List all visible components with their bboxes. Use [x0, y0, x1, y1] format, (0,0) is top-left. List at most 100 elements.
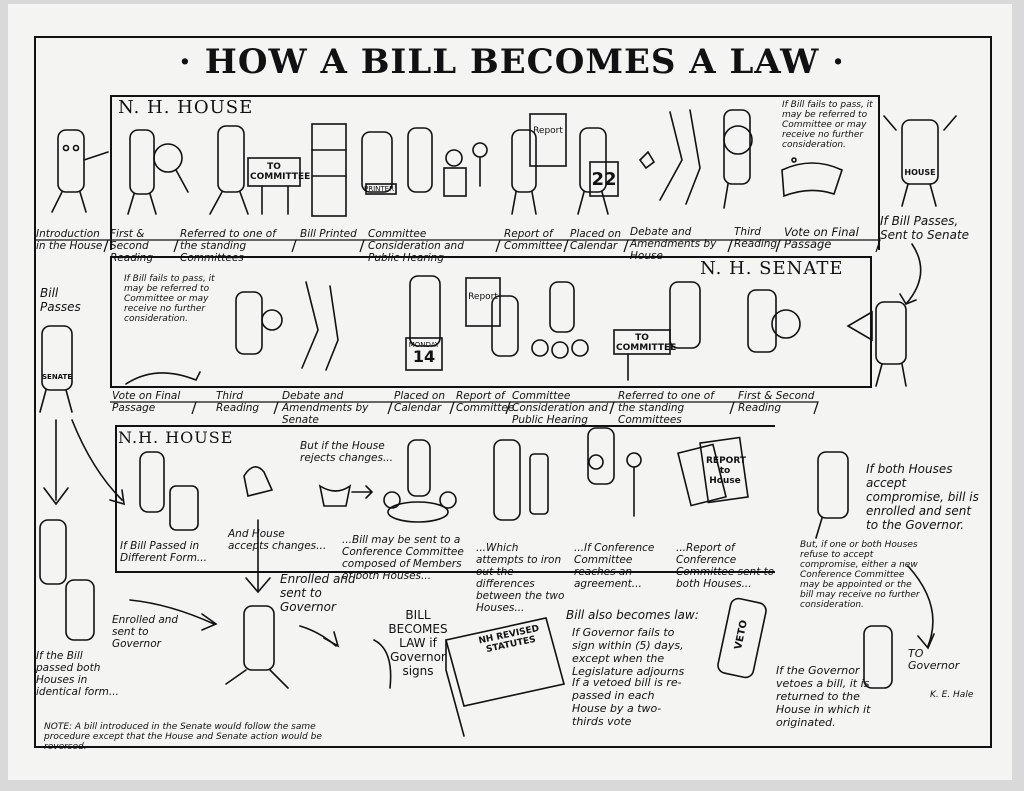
house2-section-label: N.H. HOUSE [118, 428, 234, 447]
different-form-note: If Bill Passed in Different Form... [120, 540, 207, 564]
house-stamp-figure [883, 115, 957, 207]
house-accepts-note: And House accepts changes... [228, 528, 327, 552]
quill-icon [373, 639, 392, 689]
identical-bill-a [39, 519, 67, 585]
step-introduction: Introduction in the House [36, 228, 103, 252]
enrolled-note-2: Enrolled and sent to Governor [280, 572, 356, 614]
senate-section-box [110, 256, 872, 388]
both-accept-note: If both Houses accept compromise, bill i… [866, 462, 979, 532]
to-governor-note: TO Governor [908, 647, 960, 672]
poster-frame [34, 36, 992, 748]
step-placed-calendar: Placed on Calendar [570, 228, 621, 252]
senate-debate-label: Debate and Amendments by Senate [282, 390, 369, 426]
running-bill [243, 605, 275, 671]
identical-bill-b [65, 579, 95, 641]
bill-figure-committee [209, 125, 301, 215]
report-to-house: REPORT to House [706, 456, 746, 486]
step-third-reading: Third Reading [734, 226, 778, 250]
step-referred-committee: Referred to one of the standing Committe… [180, 228, 276, 264]
governor-bill [863, 625, 893, 689]
iron-out-figure [493, 439, 521, 521]
step-first-second-reading: First & Second Reading [110, 228, 154, 264]
calendar-14: 14 [412, 347, 436, 366]
artist-credit: K. E. Hale [930, 690, 974, 700]
bill-figure-intro [51, 129, 109, 213]
thumbs-down-icon [318, 484, 352, 507]
house2-bill-a [139, 451, 165, 513]
monday-tag: MONDAY [408, 341, 440, 349]
senate-reading-figure [875, 301, 907, 387]
enrolled-note-1: Enrolled and sent to Governor [112, 614, 179, 650]
senate-third-reading [235, 291, 263, 355]
veto-note: If the Governor vetoes a bill, it is ret… [776, 664, 871, 729]
house-fail-note: If Bill fails to pass, it may be referre… [782, 100, 873, 150]
senate-third-reading-label: Third Reading [216, 390, 260, 414]
agreement-note: ...If Conference Committee reaches an ag… [574, 542, 655, 590]
page-title: · HOW A BILL BECOMES A LAW · [179, 42, 845, 82]
senate-stamp-figure [41, 325, 73, 391]
senate-section-label: N. H. SENATE [700, 258, 844, 279]
step-debate-house: Debate and Amendments by House [630, 226, 717, 262]
house2-section-box [115, 425, 775, 573]
report-note: ...Report of Conference Committee sent t… [676, 542, 775, 590]
house-stamp: HOUSE [904, 168, 936, 177]
bill-passes-label: Bill Passes [40, 286, 81, 314]
printing-press [311, 123, 397, 217]
becomes-law-note: BILL BECOMES LAW if Governor signs [388, 608, 448, 678]
iron-out-note: ...Which attempts to iron out the differ… [476, 542, 565, 614]
third-reading-figure [723, 109, 753, 209]
thumbs-up-icon [243, 466, 274, 497]
senate-fail-note: If Bill fails to pass, it may be referre… [124, 274, 215, 324]
conference-note: ...Bill may be sent to a Conference Comm… [342, 534, 464, 582]
statutes-book [445, 617, 565, 707]
senate-vote-final: Vote on Final Passage [112, 390, 181, 414]
senate-first-reading [747, 289, 777, 353]
debate-figure [638, 109, 701, 205]
senate-report-label: Report of Committee [456, 390, 515, 414]
house-rejects-note: But if the House rejects changes... [300, 440, 393, 464]
senate-committee-figure [669, 281, 701, 349]
senate-committee-sign-text: TO COMMITTEE [616, 333, 677, 353]
senate-calendar [409, 275, 441, 347]
also-law-item-2: If a vetoed bill is re-passed in each Ho… [572, 676, 682, 728]
agreement-bill [587, 427, 615, 485]
poster-sheet [8, 4, 1012, 780]
senate-first-reading-label: First & Second Reading [738, 390, 815, 414]
senate-debate [301, 281, 319, 369]
calendar-22: 22 [591, 169, 617, 190]
also-law-title: Bill also becomes law: [566, 608, 699, 622]
report-doc-b [699, 436, 749, 504]
to-committee-sign: TO COMMITTEE [250, 162, 311, 182]
refuse-note: But, if one or both Houses refuse to acc… [800, 540, 920, 610]
house-section-box [110, 95, 880, 250]
step-committee-hearing: Committee Consideration and Public Heari… [368, 228, 464, 264]
senate-calendar-label: Placed on Calendar [394, 390, 445, 414]
report-tag-1: Report [533, 126, 563, 136]
footnote: NOTE: A bill introduced in the Senate wo… [44, 722, 322, 752]
failed-bill-figure [781, 157, 843, 198]
bill-figure-reading [127, 129, 189, 215]
house2-bill-b [169, 485, 199, 531]
house-pass-note: If Bill Passes, Sent to Senate [880, 214, 970, 242]
senate-referred-label: Referred to one of the standing Committe… [618, 390, 714, 426]
identical-form-note: If the Bill passed both Houses in identi… [36, 650, 119, 698]
house-section-label: N. H. HOUSE [118, 97, 254, 118]
step-vote-final: Vote on Final Passage [784, 225, 859, 251]
step-report-committee: Report of Committee [504, 228, 563, 252]
veto-bill [717, 597, 767, 679]
report-tag-2: Report [468, 292, 498, 302]
calendar-figure [577, 127, 619, 215]
step-bill-printed: Bill Printed [300, 228, 357, 240]
senate-report [465, 277, 501, 327]
also-law-item-1: If Governor fails to sign within (5) day… [572, 626, 685, 678]
report-figure [511, 113, 567, 215]
hearing-figures [407, 127, 488, 197]
both-accept-figure [817, 451, 849, 519]
senate-stamp: SENATE [42, 373, 73, 381]
conference-bill [407, 439, 431, 497]
senate-hearing-label: Committee Consideration and Public Heari… [512, 390, 608, 426]
printer-tag: PRINTER [364, 185, 394, 193]
senate-hearing [549, 281, 575, 333]
senate-failed-figure [125, 371, 201, 385]
